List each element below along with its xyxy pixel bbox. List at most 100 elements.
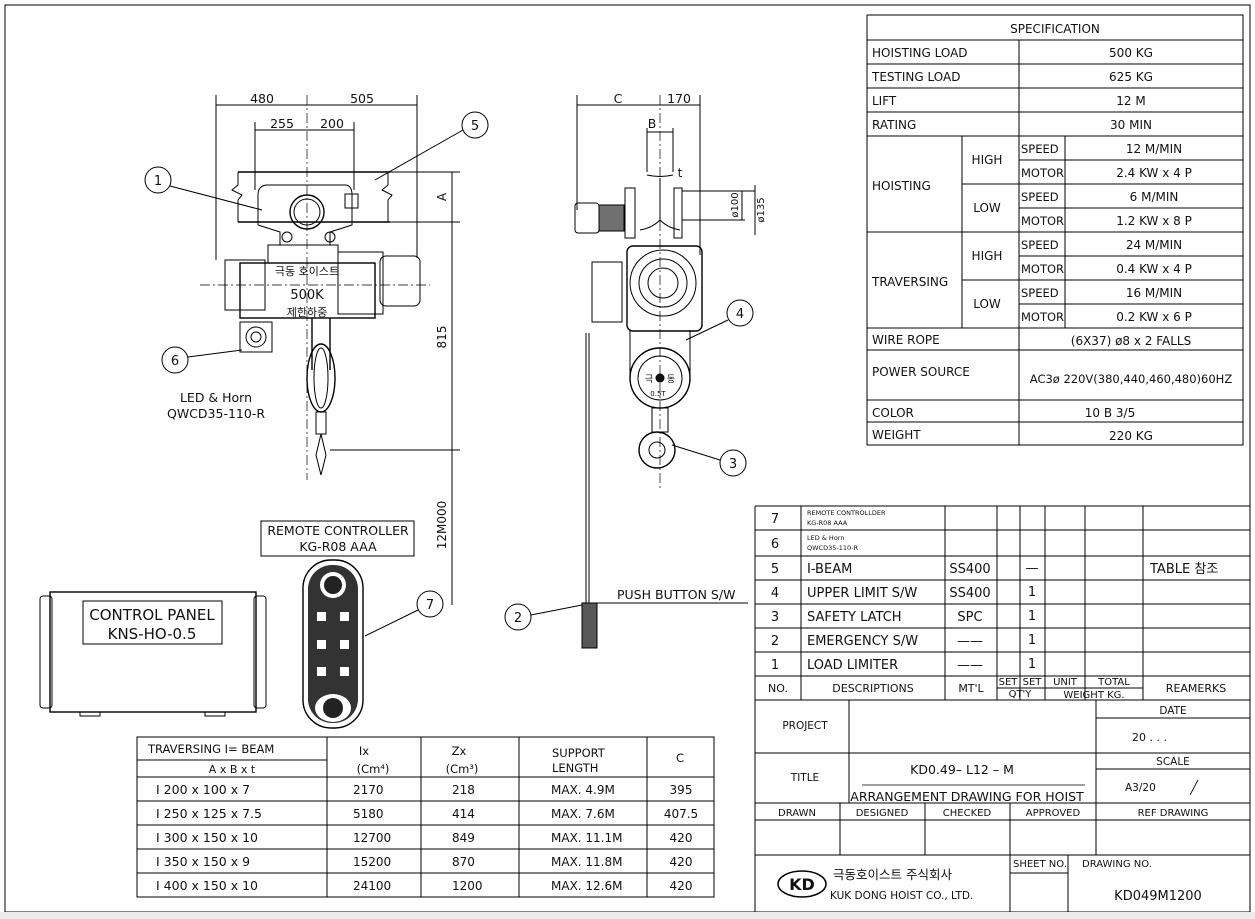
beam-zx: 849 — [452, 831, 475, 845]
spec-traversing-high-motor: 0.4 KW x 4 P — [1116, 262, 1192, 276]
spec-value-power-source: AC3ø 220V(380,440,460,480)60HZ — [1030, 372, 1233, 386]
support-header: SUPPORT — [552, 746, 606, 760]
beam-zx: 414 — [452, 807, 475, 821]
block-mark-left: 극 — [645, 374, 653, 385]
spec-value-wire-rope: (6X37) ø8 x 2 FALLS — [1071, 334, 1191, 348]
part-description: LED & Horn — [807, 534, 844, 542]
beam-zx: 870 — [452, 855, 475, 869]
part-description-sub: QWCD35-110-R — [807, 544, 858, 552]
dim-wheel-100: ø100 — [730, 192, 741, 217]
part-description: LOAD LIMITER — [807, 658, 898, 673]
beam-c: 407.5 — [664, 807, 698, 821]
spec-traversing-high: HIGH — [972, 249, 1003, 263]
drawing-no-label: DRAWING NO. — [1082, 859, 1152, 870]
balloon-6 — [161, 346, 189, 374]
part-quantity: 1 — [1028, 585, 1036, 600]
beam-c: 420 — [670, 855, 693, 869]
beam-ix: 15200 — [353, 855, 391, 869]
nameplate-rated-load: 제한하중 — [287, 305, 327, 319]
part-material: SS400 — [949, 586, 990, 601]
part-description: REMOTE CONTROLLDER — [807, 509, 886, 517]
spec-speed-label: SPEED — [1021, 142, 1059, 156]
company-name-korean: 극동호이스트 주식회사 — [833, 867, 952, 882]
spec-value-hoisting_load: 500 KG — [1109, 46, 1153, 60]
balloon-7 — [416, 590, 444, 618]
beam-support-length: MAX. 11.1M — [551, 831, 622, 845]
nameplate-capacity: 500K — [290, 288, 324, 303]
part-description: SAFETY LATCH — [807, 610, 902, 625]
balloon-number: 4 — [736, 307, 744, 322]
balloon-number: 7 — [426, 598, 434, 613]
title-label: TITLE — [790, 772, 819, 784]
block-mark-right: 동 — [667, 374, 675, 385]
part-number: 3 — [771, 610, 779, 625]
front-view-hoist — [169, 95, 464, 637]
beam-zx: 1200 — [452, 879, 483, 893]
beam-ix: 12700 — [353, 831, 391, 845]
beam-zx: 218 — [452, 783, 475, 797]
part-material: —— — [957, 634, 983, 649]
spec-traversing-low: LOW — [973, 297, 1001, 311]
scale-value: A3/20 — [1125, 782, 1156, 794]
balloon-1 — [144, 166, 172, 194]
spec-label-lift: LIFT — [872, 94, 897, 108]
beam-subheader: A x B x t — [209, 763, 256, 776]
part-material: SPC — [957, 610, 982, 625]
spec-value-rating: 30 MIN — [1110, 118, 1152, 132]
date-label: DATE — [1159, 705, 1186, 717]
header-set: SET — [1023, 677, 1043, 688]
part-description-sub: KG-R08 AAA — [807, 519, 848, 527]
part-number: 7 — [771, 512, 779, 527]
zx-unit: (Cm³) — [446, 762, 479, 776]
spec-motor-label: MOTOR — [1021, 214, 1064, 228]
spec-label-power-source: POWER SOURCE — [872, 365, 970, 379]
balloon-3 — [719, 449, 747, 477]
spec-traversing-low-speed: 16 M/MIN — [1126, 286, 1182, 300]
spec-label-traversing: TRAVERSING — [871, 275, 948, 289]
spec-label-rating: RATING — [872, 118, 916, 132]
header-remarks: REAMERKS — [1166, 682, 1226, 695]
spec-hoisting-high: HIGH — [972, 153, 1003, 167]
control-panel-label: CONTROL PANEL — [89, 606, 215, 624]
beam-ix: 5180 — [353, 807, 384, 821]
header-no: NO. — [768, 682, 788, 695]
sheet-no-label: SHEET NO. — [1013, 859, 1067, 870]
header-material: MT'L — [958, 682, 984, 695]
part-quantity: 1 — [1028, 657, 1036, 672]
beam-size: I 400 x 150 x 10 — [156, 878, 258, 893]
dim-b: B — [648, 116, 657, 131]
support-header-2: LENGTH — [552, 761, 598, 775]
drawn-label: DRAWN — [778, 808, 816, 819]
ix-header: Ix — [359, 744, 369, 758]
spec-label-wire-rope: WIRE ROPE — [872, 333, 940, 347]
spec-motor-label: MOTOR — [1021, 262, 1064, 276]
remote-controller-drawing — [260, 520, 415, 729]
balloon-number: 5 — [471, 119, 479, 134]
balloon-number: 2 — [514, 611, 522, 626]
dim-255: 255 — [270, 116, 294, 131]
dim-480: 480 — [250, 91, 274, 106]
spec-hoisting-high-motor: 2.4 KW x 4 P — [1116, 166, 1192, 180]
drawing-number: KD049M1200 — [1114, 889, 1202, 904]
title-code: KD0.49– L12 – M — [910, 762, 1014, 777]
control-panel-model: KNS-HO-0.5 — [108, 625, 197, 643]
part-material: SS400 — [949, 562, 990, 577]
spec-traversing-low-motor: 0.2 KW x 6 P — [1116, 310, 1192, 324]
block-capacity: 0.5T — [650, 390, 666, 398]
beam-size: I 200 x 100 x 7 — [156, 782, 250, 797]
side-view-hoist — [530, 95, 756, 649]
spec-hoisting-low-motor: 1.2 KW x 8 P — [1116, 214, 1192, 228]
balloon-2 — [504, 603, 532, 631]
push-button-label: PUSH BUTTON S/W — [617, 587, 735, 602]
beam-header: TRAVERSING I= BEAM — [147, 742, 274, 756]
spec-hoisting-low: LOW — [973, 201, 1001, 215]
spec-value-weight: 220 KG — [1109, 429, 1153, 443]
part-number: 6 — [771, 537, 779, 552]
beam-ix: 24100 — [353, 879, 391, 893]
part-quantity: 1 — [1028, 609, 1036, 624]
